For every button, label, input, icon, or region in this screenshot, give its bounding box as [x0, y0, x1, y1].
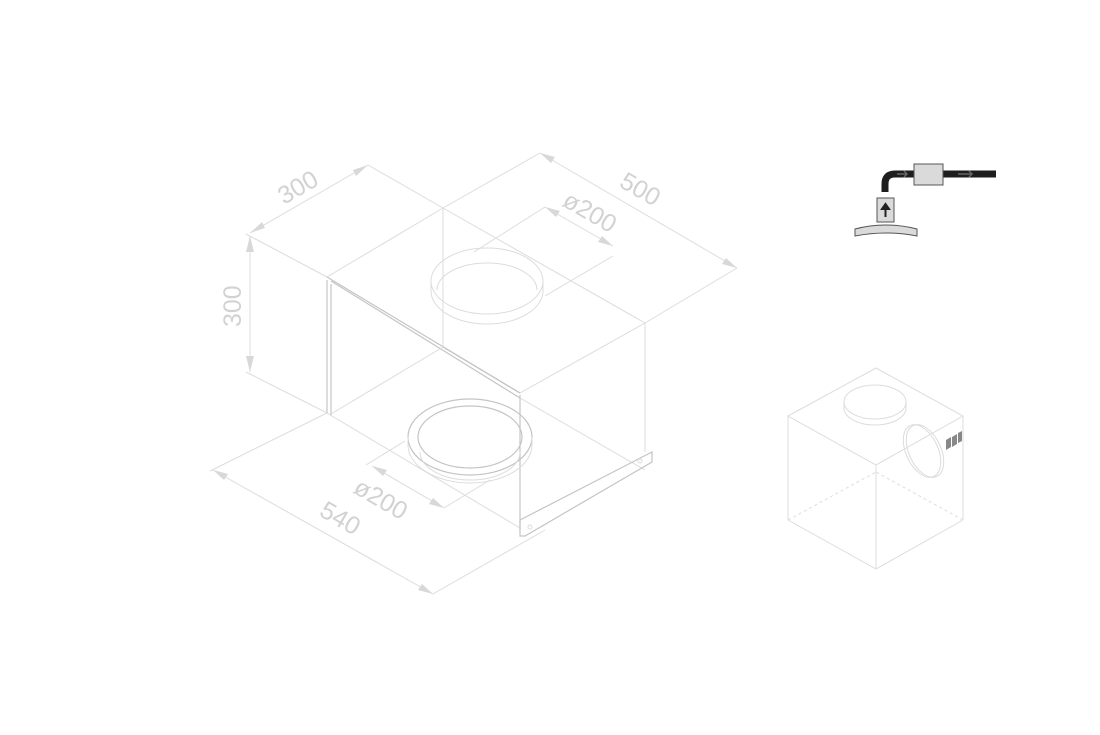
dim-duct-top: ø200 — [558, 186, 621, 239]
dim-depth: 500 — [615, 167, 665, 212]
dim-width-top: 300 — [273, 165, 323, 210]
dimension-lines — [209, 152, 738, 595]
ducted-hood-schematic-icon — [854, 163, 996, 237]
top-duct-collar — [430, 247, 544, 325]
bottom-duct-collar — [407, 398, 533, 484]
dimension-labels: 300 500 ø200 300 ø200 540 — [219, 165, 665, 541]
dim-width-bottom: 540 — [315, 496, 365, 541]
box-preview-icon — [786, 367, 965, 570]
dim-height: 300 — [219, 285, 247, 327]
